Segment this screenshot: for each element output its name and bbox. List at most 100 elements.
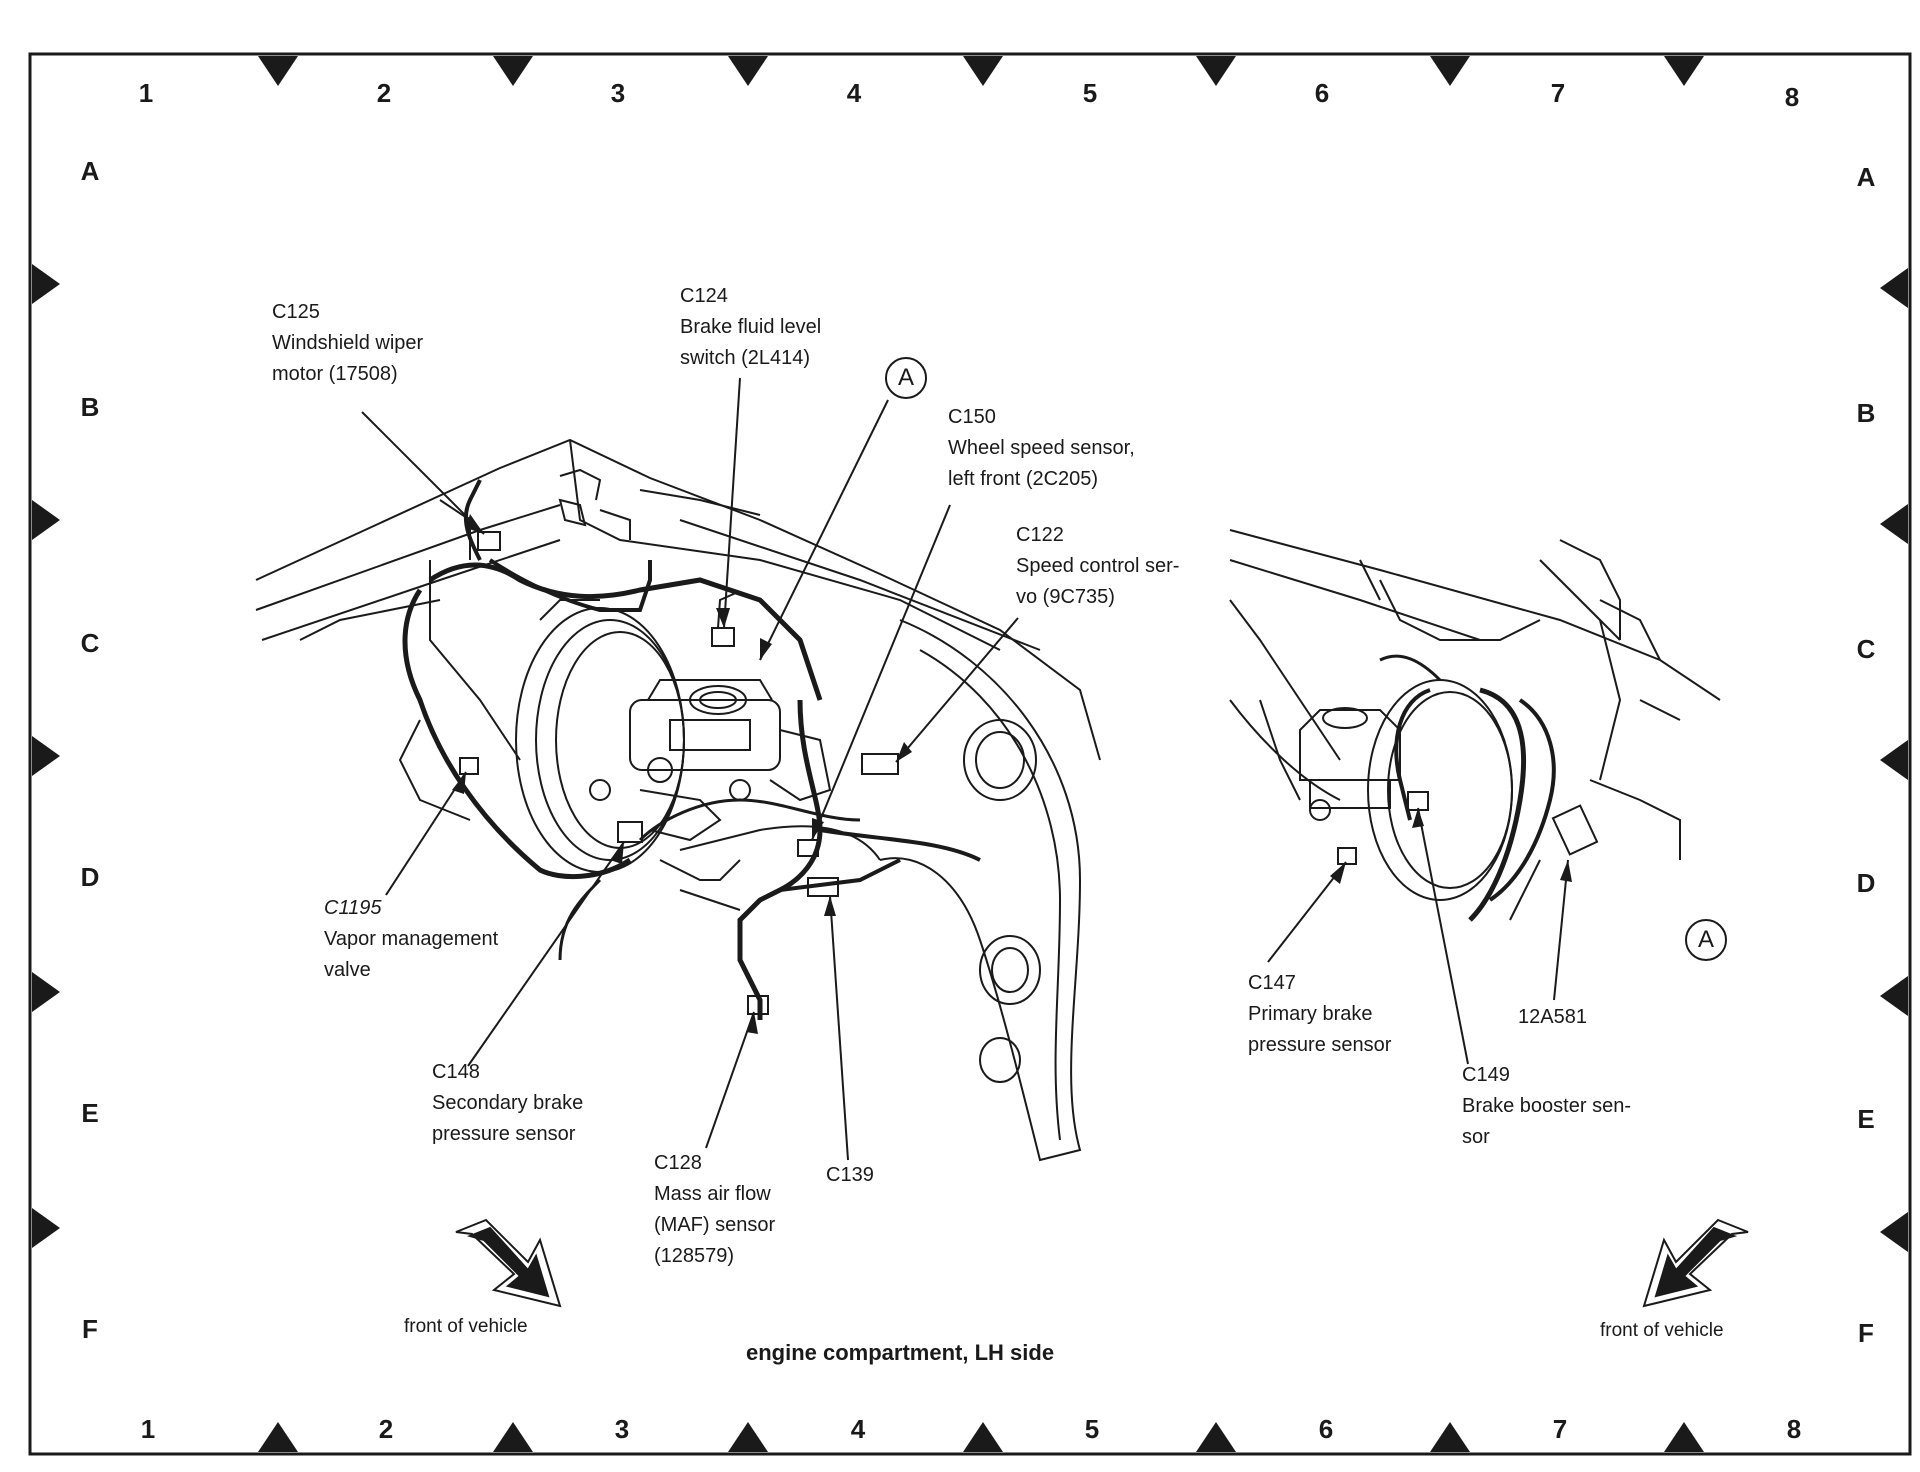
callout-c139-code: C139 — [826, 1164, 874, 1186]
grid-row-c-left: C — [80, 628, 100, 658]
c122-leader — [895, 617, 1019, 763]
front-arrow-left — [455, 1218, 562, 1308]
callout-c125-line1: Windshield wiper — [272, 332, 424, 354]
left-zone-markers — [32, 264, 60, 1248]
grid-col-2-top: 2 — [376, 78, 392, 108]
grid-row-d-right: D — [1856, 868, 1876, 898]
callout-c125: C125 Windshield wiper motor (17508) — [272, 297, 423, 390]
callout-c149-code: C149 — [1462, 1064, 1510, 1086]
callout-c148-code: C148 — [432, 1061, 480, 1083]
12a581-arrowhead — [1560, 860, 1572, 882]
grid-col-3-bottom: 3 — [614, 1414, 630, 1444]
grid-col-5-top: 5 — [1082, 78, 1098, 108]
grid-col-5-bottom: 5 — [1084, 1414, 1100, 1444]
engine-compartment-main-view — [255, 438, 1101, 1162]
c147-arrowhead — [1330, 862, 1346, 884]
callout-12a581: 12A581 — [1518, 1002, 1587, 1033]
callout-c1195-code: C1195 — [324, 897, 382, 919]
12a581-leader — [1553, 859, 1569, 1001]
callout-c147-code: C147 — [1248, 972, 1296, 994]
grid-col-8-bottom: 8 — [1786, 1414, 1802, 1444]
c128-arrowhead — [746, 1012, 758, 1034]
grid-row-f-right: F — [1858, 1318, 1874, 1348]
view-a-label-detail: A — [1697, 926, 1714, 953]
grid-row-e-left: E — [81, 1098, 99, 1128]
grid-row-b-right: B — [1856, 398, 1876, 428]
callout-c122: C122 Speed control ser- vo (9C735) — [1016, 520, 1179, 613]
callout-c124-line1: Brake fluid level — [680, 316, 822, 338]
grid-col-7-bottom: 7 — [1552, 1414, 1568, 1444]
view-a-circle-main — [885, 357, 927, 399]
grid-col-1-top: 1 — [138, 78, 154, 108]
c1195-leader — [385, 771, 467, 896]
callout-c124-code: C124 — [680, 285, 728, 307]
callout-c139: C139 — [826, 1160, 874, 1191]
callout-c150: C150 Wheel speed sensor, left front (2C2… — [948, 402, 1135, 495]
bottom-zone-markers — [258, 1422, 1704, 1452]
grid-row-a-right: A — [1856, 162, 1876, 192]
callout-c124-line2: switch (2L414) — [680, 347, 811, 369]
leader-lines — [361, 377, 1569, 1161]
a-marker-arrowhead — [760, 638, 772, 660]
callout-c125-line2: motor (17508) — [272, 363, 398, 385]
grid-row-f-left: F — [82, 1314, 98, 1344]
callout-c122-line1: Speed control ser- — [1016, 555, 1180, 577]
c148-arrowhead — [610, 842, 624, 864]
c124-arrowhead — [716, 608, 730, 628]
front-arrow-right — [1642, 1218, 1749, 1308]
grid-col-2-bottom: 2 — [378, 1414, 394, 1444]
callout-c128-code: C128 — [654, 1152, 702, 1174]
grid-col-1-bottom: 1 — [140, 1414, 156, 1444]
callout-c150-line2: left front (2C205) — [948, 468, 1099, 490]
a-marker-leader — [759, 399, 889, 661]
callout-c1195-line2: valve — [324, 959, 371, 981]
view-a-detail — [1229, 529, 1721, 922]
callout-c150-code: C150 — [948, 406, 996, 428]
diagram-border — [28, 52, 1912, 1456]
c149-arrowhead — [1412, 808, 1424, 828]
callout-c128: C128 Mass air flow (MAF) sensor (128579) — [654, 1148, 775, 1272]
view-a-label-main: A — [897, 364, 914, 391]
callout-c148-line1: Secondary brake — [432, 1092, 584, 1114]
grid-col-3-top: 3 — [610, 78, 626, 108]
front-of-vehicle-label-left: front of vehicle — [404, 1316, 528, 1337]
callout-12a581-code: 12A581 — [1518, 1006, 1587, 1028]
callout-c148-line2: pressure sensor — [432, 1123, 576, 1145]
front-of-vehicle-label-right: front of vehicle — [1600, 1320, 1724, 1341]
grid-row-e-right: E — [1857, 1104, 1875, 1134]
callout-c1195: C1195 Vapor management valve — [324, 893, 498, 986]
callout-c125-code: C125 — [272, 301, 320, 323]
callout-c128-line3: (128579) — [654, 1245, 735, 1267]
diagram-title: engine compartment, LH side — [746, 1340, 1055, 1365]
view-a-circle-detail — [1685, 919, 1727, 961]
c150-arrowhead — [812, 818, 824, 840]
callout-c149-line1: Brake booster sen- — [1462, 1095, 1631, 1117]
grid-row-c-right: C — [1856, 634, 1876, 664]
c124-leader — [723, 377, 741, 629]
c147-leader — [1267, 861, 1347, 963]
callout-c1195-line1: Vapor management — [324, 928, 499, 950]
c148-leader — [467, 841, 625, 1067]
callout-c149: C149 Brake booster sen- sor — [1462, 1060, 1631, 1153]
grid-col-4-top: 4 — [846, 78, 862, 108]
grid-col-4-bottom: 4 — [850, 1414, 866, 1444]
grid-col-8-top: 8 — [1784, 82, 1800, 112]
callout-c147-line2: pressure sensor — [1248, 1034, 1392, 1056]
c1195-arrowhead — [452, 772, 466, 794]
c128-leader — [705, 1011, 755, 1149]
c149-leader — [1417, 807, 1469, 1065]
c125-arrowhead — [466, 514, 484, 534]
grid-row-a-left: A — [80, 156, 100, 186]
callout-c124: C124 Brake fluid level switch (2L414) — [680, 281, 821, 374]
c150-leader — [811, 504, 951, 841]
callout-c128-line1: Mass air flow — [654, 1183, 771, 1205]
c122-arrowhead — [896, 742, 912, 762]
callout-c122-line2: vo (9C735) — [1016, 586, 1115, 608]
callout-c149-line2: sor — [1462, 1126, 1490, 1148]
grid-row-b-left: B — [80, 392, 100, 422]
top-zone-markers — [258, 56, 1704, 86]
grid-col-6-bottom: 6 — [1318, 1414, 1334, 1444]
c139-leader — [829, 895, 849, 1161]
